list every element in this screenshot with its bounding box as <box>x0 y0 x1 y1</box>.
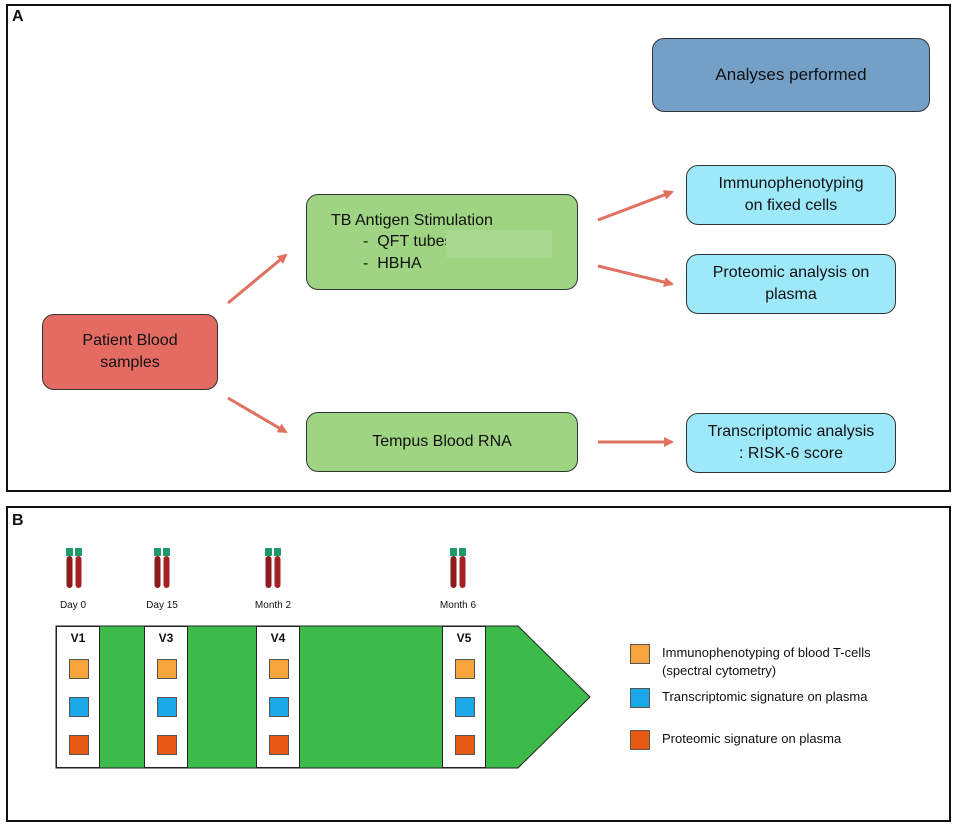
legend-label-transcriptomic: Transcriptomic signature on plasma <box>662 689 868 704</box>
arrow-stimulation-to-proteomic <box>597 264 674 287</box>
panel-a-label: A <box>12 8 24 25</box>
visit-label-v4: V4 <box>270 631 286 645</box>
timepoint-month-2: Month 2 <box>254 600 292 611</box>
legend-swatch-red <box>630 730 650 750</box>
transcriptomic-marker <box>69 697 89 717</box>
analyses-header-label: Analyses performed <box>715 64 867 84</box>
transcriptomic-marker <box>269 697 289 717</box>
blood-tube-icon <box>66 548 82 588</box>
stimulation-item-hbha: - HBHA <box>363 254 422 272</box>
transcriptomic-analysis-box: Transcriptomic analysis : RISK-6 score <box>686 413 896 473</box>
visit-column-v5: V5 <box>442 626 486 768</box>
immunophenotyping-marker <box>269 659 289 679</box>
transcriptomic-marker <box>455 697 475 717</box>
proteomic-analysis-box: Proteomic analysis on plasma <box>686 254 896 314</box>
immuno-label: Immunophenotyping on fixed cells <box>718 175 864 214</box>
legend-swatch-blue <box>630 688 650 708</box>
immunophenotyping-marker <box>455 659 475 679</box>
arrow-stimulation-to-immuno <box>597 190 674 222</box>
arrow-patient-to-stimulation <box>227 253 288 305</box>
panel-b-label: B <box>12 512 24 529</box>
legend-label-proteomic: Proteomic signature on plasma <box>662 731 842 746</box>
visit-column-v3: V3 <box>144 626 188 768</box>
legend-swatch-orange <box>630 644 650 664</box>
proteomic-label: Proteomic analysis on plasma <box>712 264 870 303</box>
visit-label-v3: V3 <box>158 631 174 645</box>
patient-blood-samples-label: Patient Blood samples <box>82 332 178 371</box>
patient-blood-samples-box: Patient Blood samples <box>42 314 218 390</box>
proteomic-marker <box>269 735 289 755</box>
transcriptomic-label: Transcriptomic analysis : RISK-6 score <box>707 423 875 462</box>
panel-a <box>6 4 951 492</box>
visit-column-v4: V4 <box>256 626 300 768</box>
timepoint-month-6: Month 6 <box>439 600 477 611</box>
arrow-patient-to-tempus <box>227 396 288 434</box>
blood-tube-icon <box>450 548 466 588</box>
tempus-blood-rna-box: Tempus Blood RNA <box>306 412 578 472</box>
blood-tube-icon <box>154 548 170 588</box>
panel-b <box>6 506 951 822</box>
visit-label-v5: V5 <box>456 631 472 645</box>
analyses-performed-box: Analyses performed <box>652 38 930 112</box>
immunophenotyping-marker <box>157 659 177 679</box>
timepoint-day-0: Day 0 <box>59 600 87 611</box>
timepoint-day-15: Day 15 <box>146 600 178 611</box>
immunophenotyping-box: Immunophenotyping on fixed cells <box>686 165 896 225</box>
transcriptomic-marker <box>157 697 177 717</box>
visit-label-v1: V1 <box>70 631 86 645</box>
legend-item-immunophenotyping: Immunophenotyping of blood T-cells (spec… <box>630 644 871 680</box>
immunophenotyping-marker <box>69 659 89 679</box>
proteomic-marker <box>69 735 89 755</box>
legend-item-transcriptomic: Transcriptomic signature on plasma <box>630 688 867 708</box>
proteomic-marker <box>157 735 177 755</box>
legend-label-immunophenotyping: Immunophenotyping of blood T-cells (spec… <box>662 645 871 679</box>
proteomic-marker <box>455 735 475 755</box>
legend-item-proteomic: Proteomic signature on plasma <box>630 730 841 750</box>
highlight-patch <box>446 230 552 258</box>
blood-tube-icon <box>265 548 281 588</box>
visit-column-v1: V1 <box>56 626 100 768</box>
stimulation-title: TB Antigen Stimulation <box>331 211 493 229</box>
stimulation-item-qft: - QFT tubes <box>363 233 453 251</box>
tempus-label: Tempus Blood RNA <box>372 433 512 451</box>
